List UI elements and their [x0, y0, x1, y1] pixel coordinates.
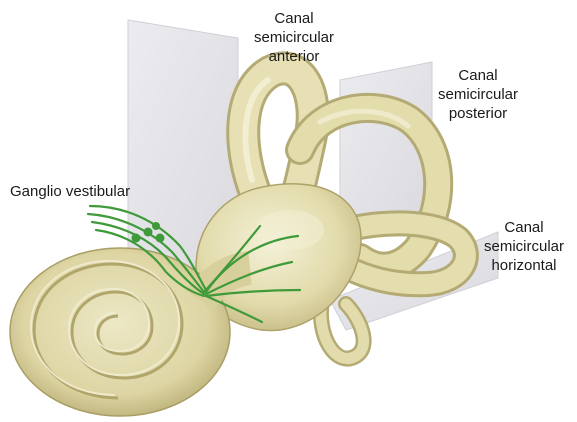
- label-posterior-canal: Canal semicircular posterior: [428, 66, 528, 123]
- label-horizontal-canal: Canal semicircular horizontal: [474, 218, 574, 275]
- label-anterior-canal: Canal semicircular anterior: [246, 9, 342, 66]
- cochlea: [10, 248, 250, 416]
- label-ganglion: Ganglio vestibular: [10, 182, 130, 201]
